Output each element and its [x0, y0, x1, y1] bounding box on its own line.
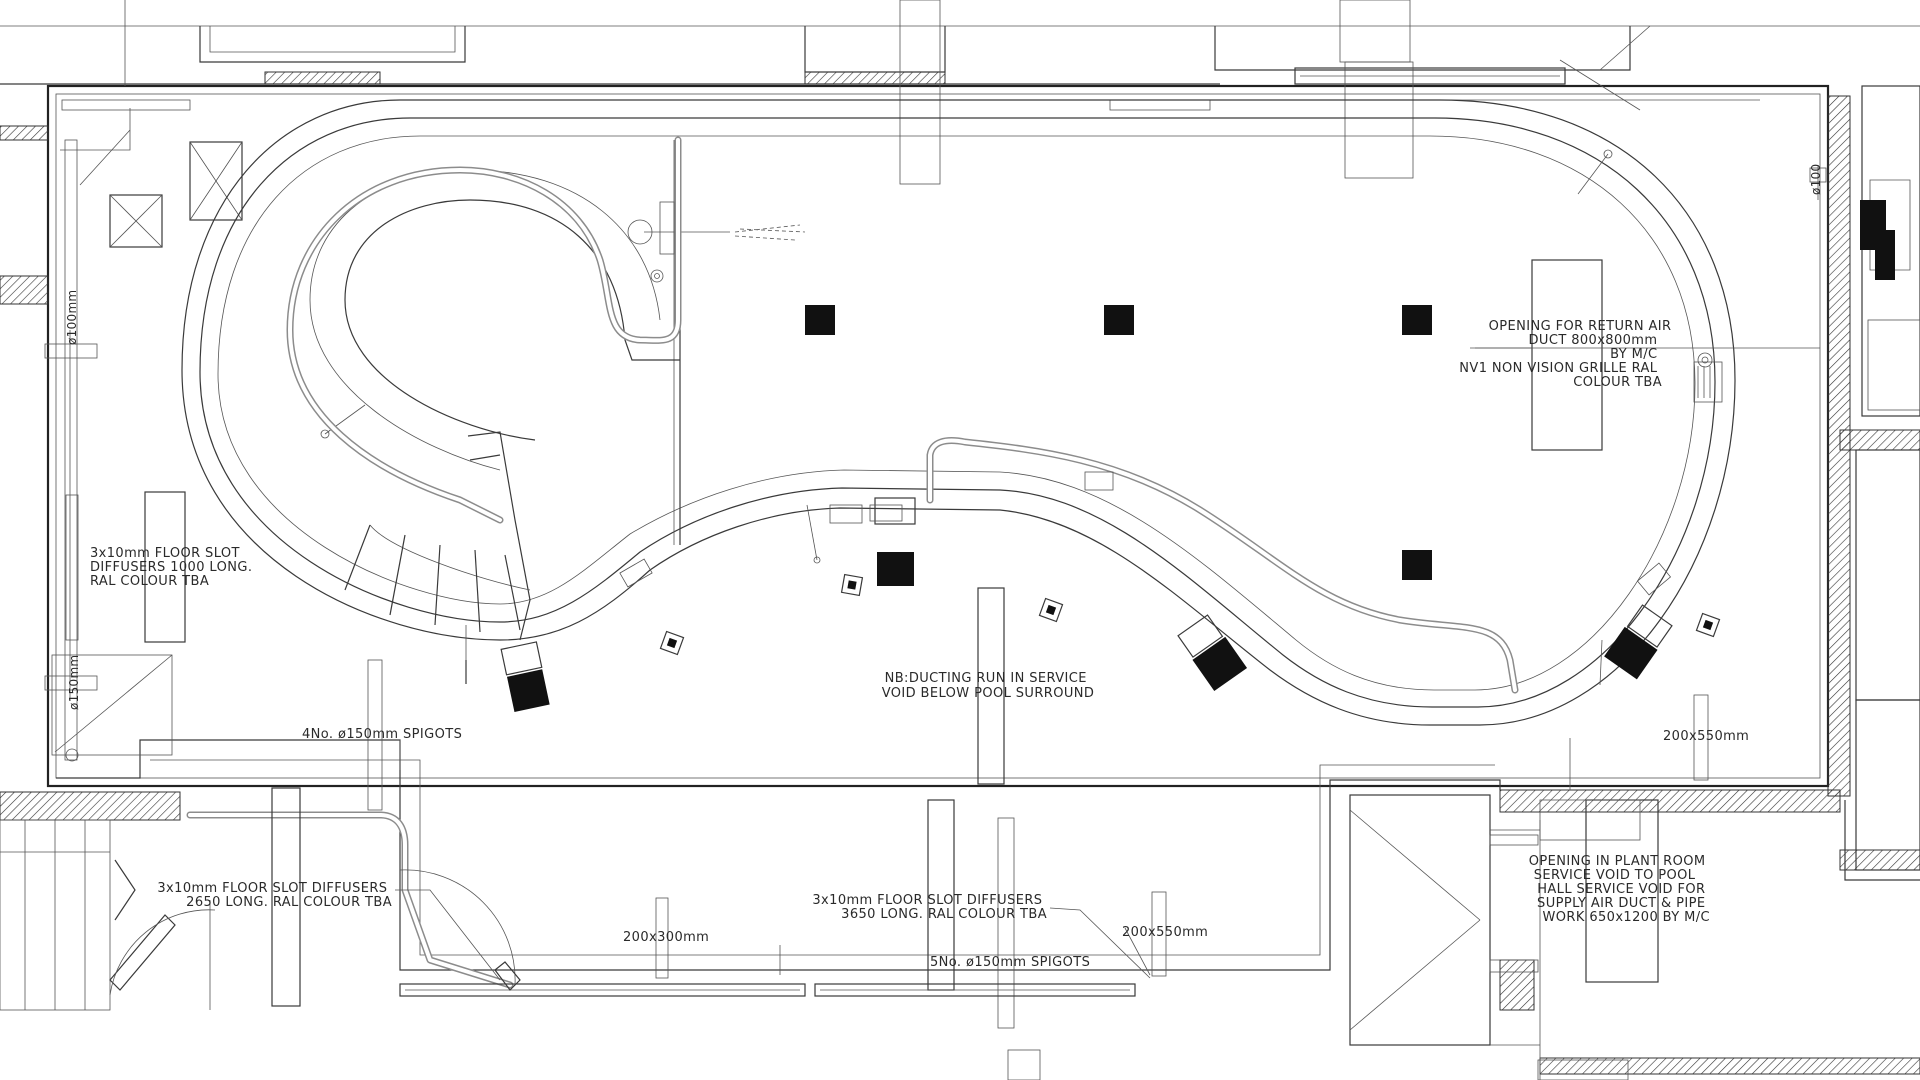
- dim-200x550-right: 200x550mm: [1663, 729, 1749, 744]
- note-plant-room: OPENING IN PLANT ROOM SERVICE VOID TO PO…: [1529, 854, 1710, 925]
- return-grilles: [805, 305, 1432, 586]
- supply-ducts: [186, 136, 1519, 989]
- note-floor-slot-3650: 3x10mm FLOOR SLOT DIFFUSERS 3650 LONG. R…: [812, 893, 1047, 922]
- note-spigots-5: 5No. ø150mm SPIGOTS: [930, 955, 1090, 970]
- spigots: [465, 471, 1721, 712]
- leader-lines: [395, 347, 1571, 981]
- dim-dia-150-left: ø150mm: [67, 655, 81, 710]
- grille: [805, 305, 835, 335]
- return-air-opening: [1531, 259, 1603, 451]
- pool-outer-edge: [181, 99, 1736, 726]
- pool-inner-edge: [199, 117, 1716, 708]
- note-floor-slot-2650: 3x10mm FLOOR SLOT DIFFUSERS 2650 LONG. R…: [157, 881, 392, 910]
- note-return-air: OPENING FOR RETURN AIR DUCT 800x800mm BY…: [1459, 319, 1676, 390]
- note-spigots-4: 4No. ø150mm SPIGOTS: [302, 727, 462, 742]
- dim-200x300: 200x300mm: [623, 930, 709, 945]
- grille: [1402, 305, 1432, 335]
- note-floor-slot-left: 3x10mm FLOOR SLOT DIFFUSERS 1000 LONG. R…: [90, 546, 257, 589]
- annotations: OPENING FOR RETURN AIR DUCT 800x800mm BY…: [65, 164, 1823, 970]
- note-ducting-run: NB:DUCTING RUN IN SERVICE VOID BELOW POO…: [882, 671, 1095, 701]
- dim-dia-100-right: ø100: [1809, 164, 1823, 195]
- pool-outline: [181, 99, 1827, 726]
- dim-dia-100-left: ø100mm: [65, 290, 79, 345]
- left-wall-features: [0, 108, 243, 1011]
- floor-slot-diffusers: [271, 587, 1709, 1080]
- grille: [1104, 305, 1134, 335]
- dim-200x550-bottom: 200x550mm: [1122, 925, 1208, 940]
- grille: [1402, 550, 1432, 580]
